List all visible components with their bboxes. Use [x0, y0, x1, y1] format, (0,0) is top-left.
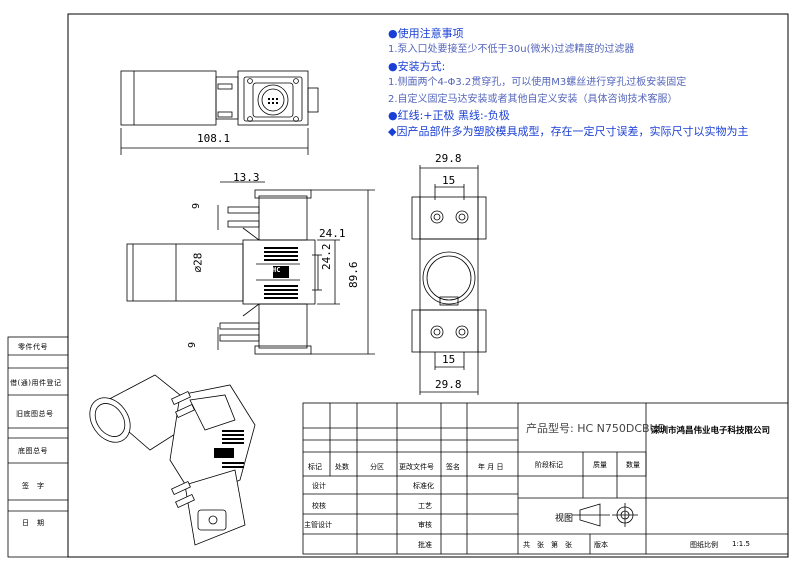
- tb-zone: 分区: [370, 463, 384, 471]
- dim-29-8-bottom: 29.8: [435, 378, 462, 391]
- projection-symbol-icon: [572, 503, 638, 527]
- top-view: [120, 70, 319, 155]
- side-register-table: [7, 336, 69, 558]
- tb-std: 标准化: [413, 482, 434, 490]
- tb-sheets: 共 张 第 张: [523, 541, 572, 549]
- notes-heading-install: ●安装方式:: [388, 59, 446, 73]
- tb-process: 工艺: [418, 502, 432, 510]
- tb-sign: 签名: [446, 463, 460, 471]
- front-view-heatsinks: [264, 247, 298, 299]
- dim-24-1: 24.1: [319, 227, 346, 240]
- front-view: [126, 181, 375, 355]
- isometric-view: [89, 374, 256, 546]
- tb-scale-label: 图纸比例: [690, 541, 718, 549]
- isometric-heatsink: [214, 430, 244, 468]
- side-old-drawing-no: 旧底图总号: [16, 410, 54, 418]
- pump-logo: HC: [272, 266, 281, 274]
- notes-tolerance: ◆因产品部件多为塑胶模具成型，存在一定尺寸误差，实际尺寸以实物为主: [388, 125, 749, 139]
- dim-89-6: 89.6: [347, 261, 360, 289]
- tb-scale-value: 1:1.5: [732, 540, 750, 548]
- notes-heading-usage: ●使用注意事项: [388, 27, 464, 40]
- title-block: [302, 402, 789, 555]
- notes-install-1: 1.侧面两个4-Φ3.2贯穿孔，可以使用M3螺丝进行穿孔过板安装固定: [388, 77, 687, 89]
- tb-version: 版本: [594, 541, 608, 549]
- company-name: 深圳市鸿昌伟业电子科技限公司: [651, 426, 771, 436]
- outer-frame: [67, 13, 789, 558]
- dim-24-2: 24.2: [320, 243, 333, 271]
- notes-filter-note: 1.泵入口处要接至少不低于30u(微米)过滤精度的过滤器: [388, 44, 635, 56]
- side-drawing-no: 底图总号: [18, 447, 48, 455]
- dim-6-top: 6: [189, 203, 200, 210]
- tb-view: 视图: [555, 514, 574, 524]
- dim-dia-28: ⌀28: [191, 252, 205, 273]
- tb-count: 处数: [335, 463, 349, 471]
- side-signature: 签 字: [22, 482, 45, 490]
- dim-6-bottom: 6: [185, 342, 196, 349]
- dim-13-3: 13.3: [233, 171, 260, 184]
- top-view-ports: [268, 98, 278, 104]
- tb-qty: 数量: [626, 461, 640, 469]
- product-model: 产品型号: HC N750DCBUD: [526, 422, 667, 435]
- tb-approve: 批准: [418, 541, 432, 549]
- dim-108-1: 108.1: [197, 132, 231, 145]
- side-date: 日 期: [22, 519, 45, 527]
- notes-install-2: 2.自定义固定马达安装或者其他自定义安装（具体咨询技术客服）: [388, 93, 678, 105]
- side-part-code: 零件代号: [18, 343, 48, 351]
- tb-mark: 标记: [308, 463, 322, 471]
- tb-date: 年 月 日: [478, 463, 504, 471]
- tb-check: 校核: [312, 502, 326, 510]
- side-view: [411, 165, 487, 395]
- tb-stage: 阶段标记: [535, 461, 563, 469]
- side-borrow-register: 借(通)用件登记: [10, 379, 62, 387]
- notes-block: ●使用注意事项 1.泵入口处要接至少不低于30u(微米)过滤精度的过滤器 ●安装…: [388, 26, 798, 141]
- tb-weight: 质量: [593, 461, 607, 469]
- tb-design: 设计: [312, 482, 326, 490]
- notes-wiring: ●红线:+正极 黑线:-负极: [388, 109, 510, 123]
- tb-doc-no: 更改文件号: [399, 463, 434, 471]
- dim-29-8-top: 29.8: [435, 152, 462, 165]
- tb-review: 审核: [418, 521, 432, 529]
- dim-15-bottom: 15: [442, 353, 456, 366]
- dim-15-top: 15: [442, 174, 456, 187]
- tb-chief: 主管设计: [304, 521, 332, 529]
